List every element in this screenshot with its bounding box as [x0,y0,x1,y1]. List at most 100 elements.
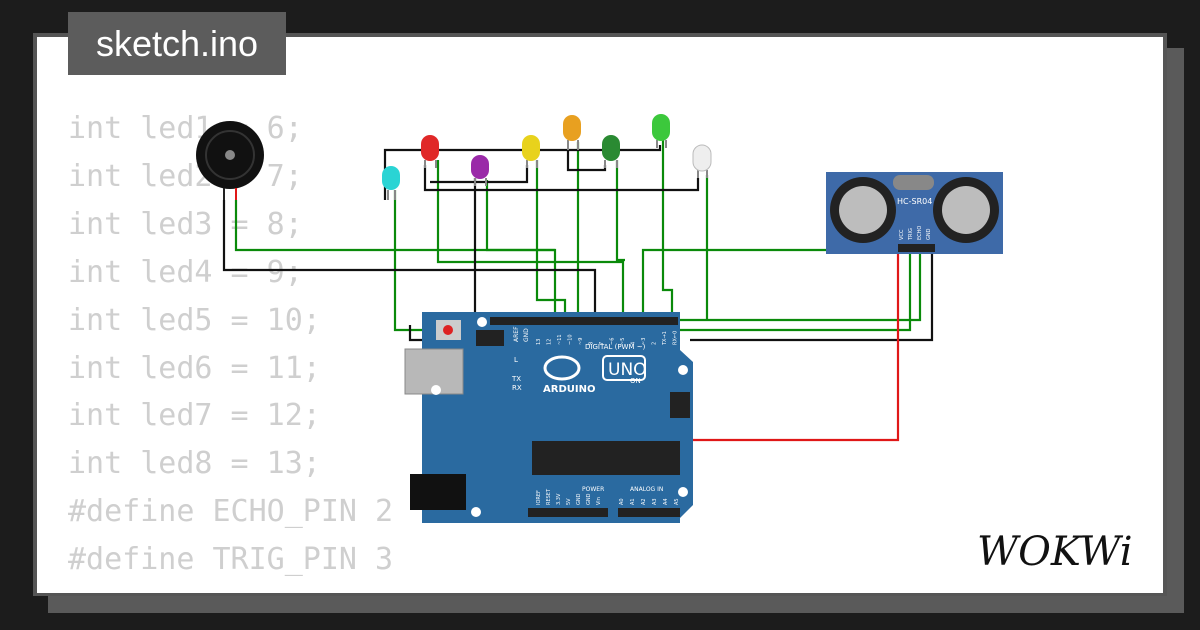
wire[interactable] [436,160,625,322]
sensor-header [898,244,935,252]
led-cyan[interactable] [382,166,400,200]
aref-label: AREF [513,326,520,342]
sensor-label: HC-SR04 [897,197,932,206]
led-body [602,135,620,161]
code-line: int led4 = 9; [68,254,303,290]
arduino-logo [543,355,581,381]
power-pin-label: 5V [566,498,572,505]
analog-header [618,508,680,517]
digital-pin-label: 2 [652,342,658,345]
icsp-header [670,392,690,418]
microcontroller-chip [532,441,680,475]
power-pin-label: RESET [546,488,552,505]
power-jack [410,474,466,510]
sensor-pin-label: TRIG [908,228,914,241]
board-name: UNO [608,360,647,380]
mount-hole [678,365,688,375]
digital-pin-label: ~6 [610,338,616,345]
digital-pin-label: 7 [599,342,605,345]
code-background: int led1 = 6;int led2 = 7;int led3 = 8;i… [68,105,393,593]
led-dark-green[interactable] [602,135,620,168]
led-red[interactable] [421,135,439,168]
wire[interactable] [423,165,700,192]
led-body [563,115,581,141]
code-line: int led7 = 12; [68,398,321,434]
buzzer-ring [205,130,255,180]
wire[interactable] [430,165,529,184]
led-body [471,155,489,179]
transducer-left-mesh [839,186,887,234]
power-header [528,508,608,517]
digital-pin-label: ~10 [568,334,574,345]
mount-hole [678,487,688,497]
buzzer[interactable] [196,121,264,200]
ultrasonic-sensor[interactable]: HC-SR04 [826,172,1003,254]
wire[interactable] [661,140,674,322]
mount-hole [431,385,441,395]
digital-pin-label: ~9 [578,338,584,345]
led-yellow[interactable] [522,135,540,168]
analog-pin-label: A2 [641,498,647,505]
power-pin-label: GND [576,493,582,505]
led-body [692,144,712,172]
code-line: #define TRIG_PIN 3 [68,542,394,578]
led-orange[interactable] [563,115,581,150]
crystal [893,175,934,190]
digital-pin-label: 4 [631,342,637,345]
code-line: int led8 = 13; [68,446,321,482]
analog-label: ANALOG IN [630,486,663,493]
code-line: int led5 = 10; [68,302,321,338]
rx-label: RX [512,384,522,392]
analog-pin-label: A3 [652,498,658,505]
sensor-pin-label: ECHO [917,226,923,240]
gnd-label: GND [523,328,530,342]
digital-pin-label: RX←0 [673,331,679,345]
power-pin-label: 3.3V [556,493,562,505]
wire[interactable] [690,250,934,342]
wokwi-logo[interactable]: WOKWi [975,525,1150,573]
digital-label: DIGITAL (PWM ~) [585,343,646,351]
digital-pin-label: ~5 [620,338,626,345]
led-body [421,135,439,161]
led-purple[interactable] [471,155,489,186]
power-pin-label: IOREF [536,490,542,505]
power-pin-label: Vin [596,497,602,505]
uno-badge [602,355,646,381]
wire[interactable] [566,150,607,172]
wire[interactable] [641,245,907,322]
led-green[interactable] [652,114,670,148]
tx-label: TX [511,375,521,383]
led-body [382,166,400,190]
analog-pin-label: A1 [630,498,636,505]
wire[interactable] [535,160,567,322]
wire[interactable] [485,180,555,252]
icsp-header-top [476,330,504,346]
green-wires[interactable] [234,140,922,332]
analog-pin-label: A0 [619,498,625,505]
power-label: POWER [582,486,604,493]
wire[interactable] [655,250,922,322]
sketch-title[interactable]: sketch.ino [68,12,286,75]
sensor-pin-label: GND [926,228,932,240]
power-pin-label: GND [586,493,592,505]
transducer-right-mesh [942,186,990,234]
code-line: int led3 = 8; [68,206,303,242]
led-body [652,114,670,141]
l-label: L [514,356,518,364]
digital-pin-label: ~11 [557,334,563,345]
digital-pin-label: 12 [547,339,553,345]
buzzer-hole [225,150,235,160]
arduino-uno[interactable]: DIGITAL (PWM ~) ON L TX RX UNO ARDUINO P… [404,312,693,523]
reset-button-cap [443,325,453,335]
led-white[interactable] [692,144,712,178]
code-line: int led6 = 11; [68,350,321,386]
analog-pin-label: A5 [674,498,680,505]
code-line: float duration, d [68,584,393,593]
analog-pin-label: A4 [663,498,669,505]
digital-header [490,317,678,325]
brand-text: WOKWi [977,529,1133,573]
digital-pin-label: ~3 [641,338,647,345]
digital-pin-label: TX→1 [662,331,668,346]
wire[interactable] [615,160,625,262]
